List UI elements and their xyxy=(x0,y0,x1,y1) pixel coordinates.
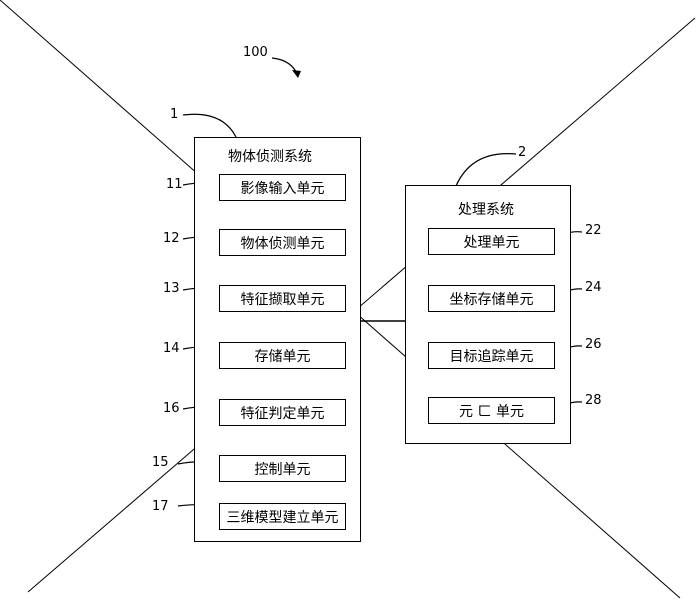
unit-label: 三维模型建立单元 xyxy=(226,509,339,526)
unit-ref-label: 26 xyxy=(585,337,602,352)
control-unit-box: 控制单元 xyxy=(219,455,346,482)
coordinate-storage-unit-box: 坐标存储单元 xyxy=(428,285,555,312)
unit-label: 影像输入单元 xyxy=(240,180,325,197)
feature-extraction-unit-box: 特征撷取单元 xyxy=(219,285,346,312)
storage-unit-box: 存储单元 xyxy=(219,342,346,369)
processing-unit-box: 处理单元 xyxy=(428,228,555,255)
system-1-ref-label: 1 xyxy=(170,107,179,122)
unit-ref-label: 16 xyxy=(163,401,180,416)
unit-ref-label: 28 xyxy=(585,393,602,408)
feature-judgment-unit-box: 特征判定单元 xyxy=(219,399,346,426)
unit-label: 目标追踪单元 xyxy=(449,348,534,365)
unit-ref-label: 11 xyxy=(166,177,183,192)
cross-line-2 xyxy=(27,17,696,593)
damaged-label-unit-box: 元 ㄈ 单元 xyxy=(428,397,555,424)
unit-label: 元 ㄈ 单元 xyxy=(459,403,524,420)
figure-ref-label: 100 xyxy=(243,45,268,60)
image-input-unit-box: 影像输入单元 xyxy=(219,174,346,201)
system-2-ref-label: 2 xyxy=(518,145,527,160)
unit-ref-label: 17 xyxy=(152,499,169,514)
unit-ref-label: 13 xyxy=(163,281,180,296)
unit-ref-label: 14 xyxy=(163,341,180,356)
3d-model-building-unit-box: 三维模型建立单元 xyxy=(219,503,346,530)
unit-ref-label: 22 xyxy=(585,223,602,238)
ref-100-arrowhead xyxy=(292,70,301,78)
unit-label: 坐标存储单元 xyxy=(449,291,534,308)
unit-ref-label: 24 xyxy=(585,280,602,295)
unit-ref-label: 15 xyxy=(152,455,169,470)
unit-label: 控制单元 xyxy=(254,461,311,478)
unit-label: 特征撷取单元 xyxy=(240,291,325,308)
unit-label: 特征判定单元 xyxy=(240,405,325,422)
unit-label: 存储单元 xyxy=(254,348,311,365)
unit-ref-label: 12 xyxy=(163,231,180,246)
processing-system-title: 处理系统 xyxy=(458,202,514,218)
target-tracking-unit-box: 目标追踪单元 xyxy=(428,342,555,369)
ref-1-leader xyxy=(182,113,237,138)
object-detection-system-title: 物体侦测系统 xyxy=(228,149,312,165)
unit-label: 处理单元 xyxy=(463,234,520,251)
ref-100-leader xyxy=(271,57,299,77)
ref-2-leader xyxy=(455,152,517,187)
unit-label: 物体侦测单元 xyxy=(240,235,325,252)
object-detection-unit-box: 物体侦测单元 xyxy=(219,229,346,256)
